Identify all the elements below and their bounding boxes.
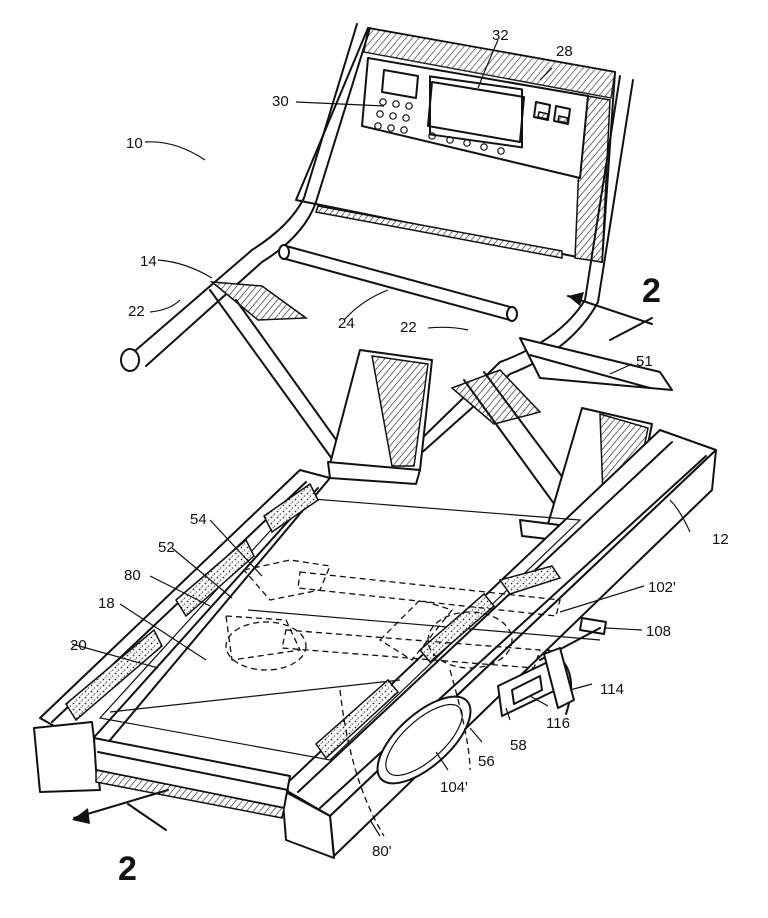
ref-10: 10 [126,135,143,152]
ref-28: 28 [556,43,573,60]
ref-102-prime: 102' [648,579,676,596]
leader-lines [71,39,691,837]
ref-51: 51 [636,353,653,370]
foot-rail-grip-left-rear [263,482,319,534]
ref-116: 116 [546,715,570,732]
treadmill-base [33,429,717,859]
ref-56: 56 [478,753,495,770]
ref-22-left: 22 [128,303,145,320]
section-mark-top: 2 [642,272,661,310]
ref-22-center: 22 [400,319,417,336]
foot-rail-grip-right-mid [418,592,496,664]
section-mark-bottom: 2 [118,850,137,888]
ref-32: 32 [492,27,509,44]
handrail-frame [120,23,634,513]
ref-12: 12 [712,531,729,548]
ref-58: 58 [510,737,527,754]
ref-18: 18 [98,595,115,612]
section-line-arrows [72,292,653,831]
ref-114: 114 [600,681,624,698]
ref-104-prime: 104' [440,779,468,796]
foot-rail-grip-right-front [314,678,400,760]
ref-108: 108 [646,623,671,640]
ref-54: 54 [190,511,207,528]
ref-14: 14 [140,253,157,270]
foot-rail-grip-right-rear [498,565,562,595]
ref-24: 24 [338,315,355,332]
console-assembly [295,27,616,263]
reference-labels: 2 2 10 14 22 22 24 28 30 32 51 12 54 52 … [70,27,729,888]
ref-80-prime: 80' [372,843,392,860]
ref-30: 30 [272,93,289,110]
foot-rail-grip-left-front [65,628,163,722]
ref-52: 52 [158,539,175,556]
ref-80: 80 [124,567,141,584]
ref-20: 20 [70,637,87,654]
foot-rail-grip-left-mid [175,538,255,618]
